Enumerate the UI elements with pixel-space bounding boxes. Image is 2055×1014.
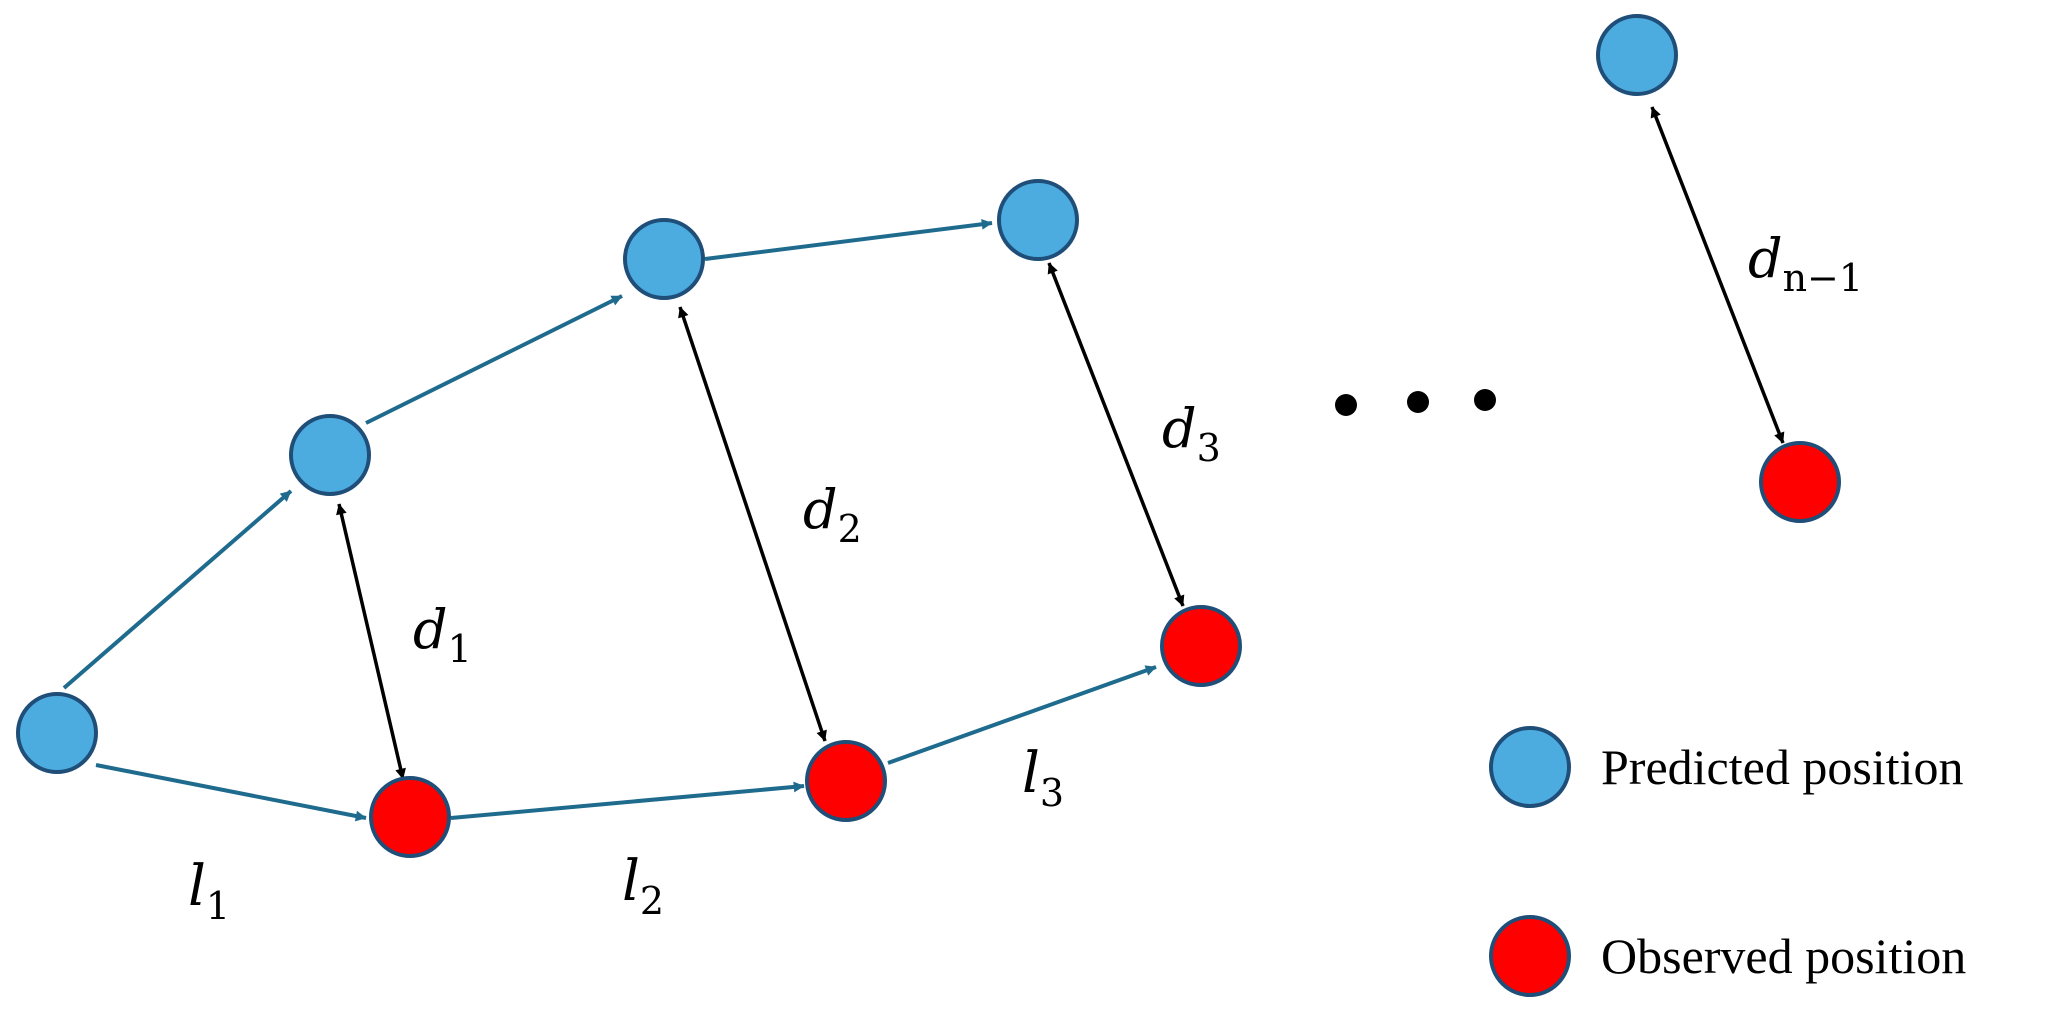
observed-node-3 — [1160, 605, 1242, 687]
label-d1: d1 — [413, 598, 472, 671]
distance-labels: d1 d2 d3 dn−1 — [413, 227, 1863, 671]
label-d2: d2 — [803, 478, 862, 551]
distance-arrow-d1 — [336, 503, 406, 780]
legend-observed-swatch — [1489, 915, 1571, 997]
distance-arrow-d3 — [1047, 262, 1185, 607]
ellipsis-dot — [1335, 394, 1357, 416]
edge-start-to-observed-1 — [95, 763, 367, 822]
distance-arrow-d2 — [678, 306, 827, 742]
observed-node-2 — [805, 740, 887, 822]
legend-predicted-label: Predicted position — [1601, 739, 1963, 795]
label-l1: l1 — [188, 854, 230, 928]
label-l2: l2 — [622, 849, 664, 923]
observed-nodes — [369, 441, 1841, 858]
predicted-nodes — [16, 14, 1678, 774]
ellipsis-dots — [1335, 389, 1496, 416]
edge-predicted-1-to-predicted-2 — [365, 294, 623, 425]
edge-observed-1-to-observed-2 — [450, 781, 805, 820]
distance-arrows — [336, 106, 1785, 780]
ellipsis-dot — [1474, 389, 1496, 411]
predicted-node-2 — [623, 218, 705, 300]
distance-arrow-dn1 — [1650, 106, 1785, 444]
label-d3: d3 — [1162, 397, 1221, 470]
predicted-node-n — [1596, 14, 1678, 96]
edge-start-to-predicted-1 — [62, 489, 293, 690]
observed-node-n — [1759, 441, 1841, 523]
trajectory-edges — [62, 218, 1157, 822]
legend-predicted-swatch — [1489, 726, 1571, 808]
label-l3: l3 — [1022, 741, 1064, 815]
observed-node-1 — [369, 776, 451, 858]
predicted-node-3 — [997, 179, 1079, 261]
edge-length-labels: l1 l2 l3 — [188, 741, 1064, 928]
legend-observed-label: Observed position — [1601, 928, 1966, 984]
edge-predicted-2-to-predicted-3 — [704, 218, 993, 261]
predicted-node-start — [16, 692, 98, 774]
legend: Predicted position Observed position — [1489, 726, 1966, 997]
predicted-node-1 — [289, 414, 371, 496]
label-dn1: dn−1 — [1748, 227, 1863, 300]
ellipsis-dot — [1407, 391, 1429, 413]
edge-observed-2-to-observed-3 — [887, 665, 1157, 765]
